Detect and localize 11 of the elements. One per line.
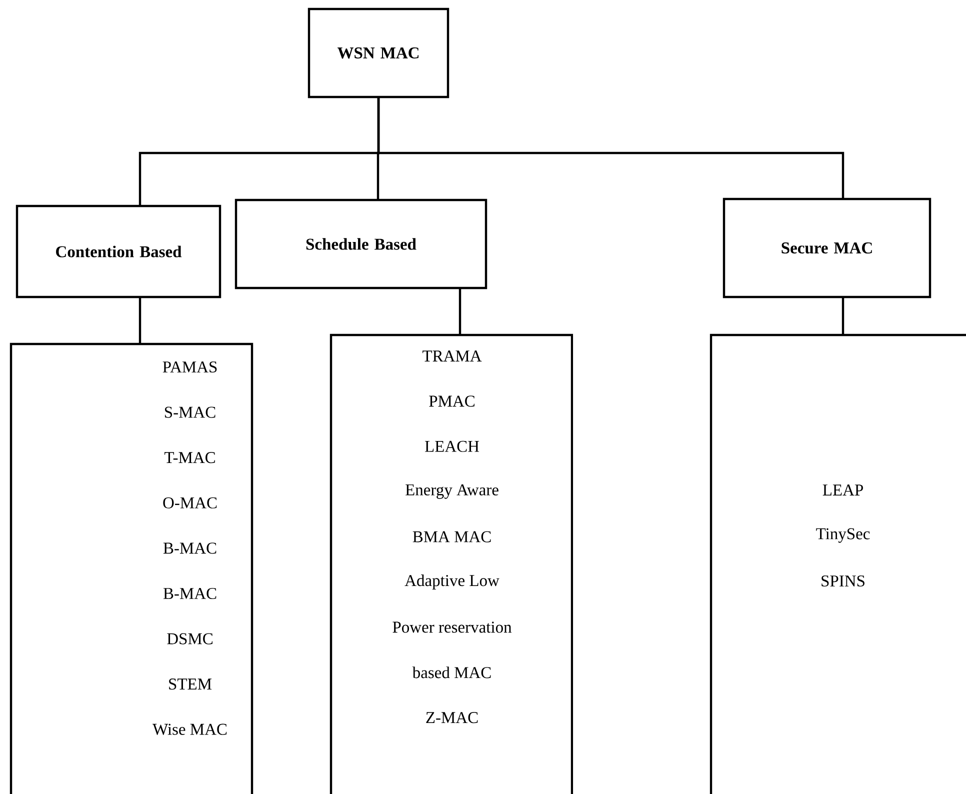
list-box: PAMAS S-MAC T-MAC O-MAC B-MAC B-MAC DSMC STEM Wise MAC [10,342,254,794]
connector-line [377,97,844,199]
category-box: Secure MAC [722,198,932,298]
category-box: Schedule Based [234,198,488,290]
category-box: Contention Based [16,204,222,298]
connector-line [458,288,462,335]
list-box: TRAMA PMAC LEACH Energy Aware BMA MAC Adaptive Low Power reservation based MAC Z-MAC [330,334,574,794]
connector-line [842,297,844,335]
category-box: WSN MAC [308,8,450,98]
connector-line [138,297,142,344]
list-box: LEAP TinySec SPINS [710,334,966,794]
